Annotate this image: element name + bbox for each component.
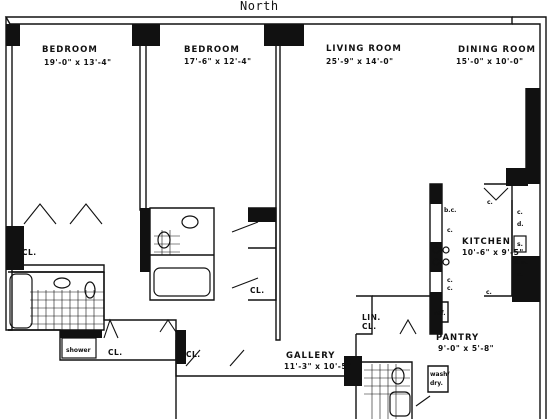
column-e2 (506, 168, 528, 186)
column-n1 (132, 24, 160, 46)
door-pantry-bath (415, 395, 431, 407)
fixture-label-counter-1: c. (447, 227, 453, 234)
closet-label-bedroom-2: CL. (250, 286, 265, 295)
stove-burner-3 (442, 246, 450, 254)
fixture-label-refrigerator: ref. (434, 310, 446, 317)
door-gallery-b (229, 349, 245, 367)
wall-linen-closet (356, 295, 373, 335)
wd-box (427, 365, 449, 393)
column-lower-west (60, 330, 102, 338)
fixture-label-sink: s. (517, 241, 523, 248)
wall-bedroom-partition-2 (275, 24, 281, 341)
closet-label-bath: CL. (108, 348, 123, 357)
room-label-dining-room: DINING ROOM (458, 45, 536, 55)
bathtub-2 (153, 267, 211, 297)
room-dims-dining-room: 15'-0" x 10'-0" (456, 57, 524, 66)
closet-label-gallery: CL. (186, 350, 201, 359)
column-gallery-left (176, 330, 186, 364)
fixture-label-counter-5: c. (487, 199, 493, 206)
compass-north-label: North (240, 0, 279, 13)
fixture-label-counter-d: d. (517, 221, 524, 228)
stove-burner-1 (432, 246, 440, 254)
door-gallery-closet (159, 319, 177, 333)
room-dims-kitchen: 10'-6" x 9'-5" (462, 248, 524, 257)
wall-bedroom-partition-1 (139, 24, 147, 211)
fixture-label-dishwasher: d.w. (514, 259, 529, 266)
column-ne (526, 88, 540, 184)
room-label-gallery: GALLERY (286, 351, 336, 361)
room-label-bedroom-1: BEDROOM (42, 45, 98, 55)
column-nw (6, 24, 20, 46)
door-gallery-a (185, 349, 201, 367)
room-dims-gallery: 11'-3" x 10'-5" (284, 362, 352, 371)
door-kitchen (483, 187, 509, 201)
fixture-label-shower: shower (66, 347, 91, 354)
room-dims-bedroom-1: 19'-0" x 13'-4" (44, 58, 112, 67)
fixture-label-broom-closet: b.c. (444, 207, 457, 214)
closet-label-bedroom-1: CL. (22, 248, 37, 257)
door-bed1-closet-a (23, 203, 57, 225)
wall-bedroom1-bottom (12, 264, 105, 273)
fixture-label-counter-7: c. (517, 209, 523, 216)
outer-wall-north-east (512, 16, 547, 419)
bath1-tile-grid (30, 290, 104, 330)
stove-burner-4 (442, 258, 450, 266)
sink-2 (181, 215, 199, 229)
wall-lower-corridor-2 (103, 272, 177, 330)
column-pantry (344, 356, 362, 386)
room-dims-living-room: 25'-9" x 14'-0" (326, 57, 394, 66)
closet-label-linen: LIN. CL. (362, 313, 381, 331)
sink-1 (53, 277, 71, 289)
room-label-bedroom-2: BEDROOM (184, 45, 240, 55)
column-kitchen-top (430, 184, 442, 204)
door-bath1 (103, 318, 119, 339)
bathtub-1 (9, 273, 33, 329)
toilet-1 (84, 281, 96, 299)
column-n2 (264, 24, 304, 46)
stove-burner-2 (432, 258, 440, 266)
room-dims-bedroom-2: 17'-6" x 12'-4" (184, 57, 252, 66)
room-dims-pantry: 9'-0" x 5'-8" (438, 344, 495, 353)
fixture-label-counter-4: c. (486, 289, 492, 296)
room-label-living-room: LIVING ROOM (326, 44, 402, 54)
fixture-label-counter-3: c. (447, 285, 453, 292)
pantry-bath-tile-grid (364, 364, 410, 419)
shower-stall (61, 337, 97, 359)
room-label-kitchen: KITCHEN (462, 237, 511, 247)
room-label-pantry: PANTRY (436, 333, 480, 343)
door-bed2-closet-b (231, 277, 259, 289)
bath1-outline (8, 271, 105, 331)
fixture-label-washer-dryer: wash/ dry. (430, 371, 450, 387)
kitchen-sink (513, 235, 527, 253)
column-bed2-bath (140, 208, 150, 272)
fixture-label-counter-6: c. (517, 271, 523, 278)
column-east-bottom (512, 256, 540, 302)
wall-pantry-top (372, 295, 433, 322)
outer-wall-west (5, 17, 13, 331)
fixture-label-counter-2: c. (447, 277, 453, 284)
bath2-tile-grid (154, 230, 180, 255)
pantry-bath-outline (362, 361, 413, 419)
toilet-3 (391, 367, 405, 385)
door-bed2-closet-a (231, 221, 259, 233)
column-w-bed1 (6, 226, 24, 270)
column-kitchen-bottom (430, 292, 442, 334)
outer-wall-north (4, 16, 513, 25)
toilet-2 (157, 231, 171, 249)
door-bed1-closet-b (69, 203, 103, 225)
bathtub-3 (389, 391, 411, 417)
wall-bed2-closet-top (248, 208, 276, 222)
door-linen (399, 318, 417, 335)
